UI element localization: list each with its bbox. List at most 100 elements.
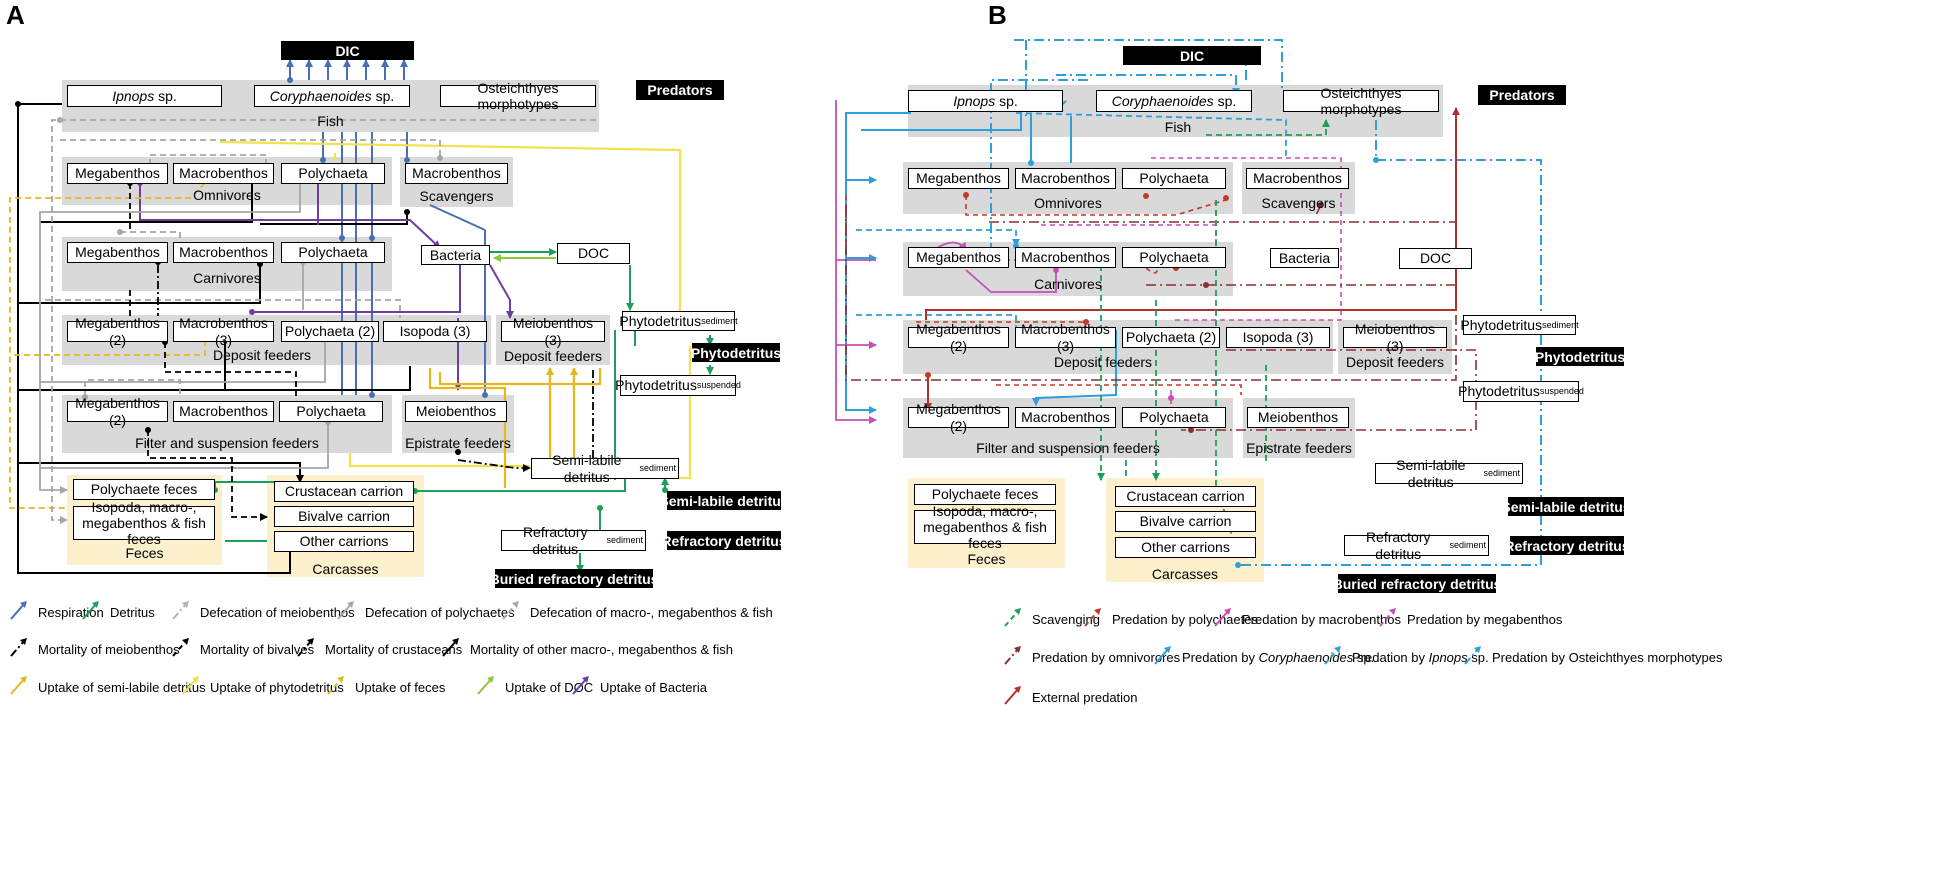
semilabile-black-box: Semi-labile detritus bbox=[659, 491, 789, 510]
legend-label: Uptake of phytodetritus bbox=[210, 680, 344, 695]
panel-b-label: B bbox=[988, 0, 1007, 30]
doc-node: DOC bbox=[557, 243, 630, 264]
phytodetritus-sediment-main: Phytodetritus bbox=[619, 312, 702, 329]
phytodetritus-black-box: Phytodetritus bbox=[690, 343, 782, 362]
fish-ipnops-node: Ipnops sp. bbox=[67, 85, 222, 107]
carnivores-label-b: Carnivores bbox=[1034, 276, 1102, 292]
polychaete-feces-node-b: Polychaete feces bbox=[914, 484, 1056, 505]
scavengers-label: Scavengers bbox=[419, 188, 494, 204]
carnivores-polychaeta-node-b: Polychaeta bbox=[1122, 247, 1226, 268]
carnivores-label: Carnivores bbox=[193, 270, 261, 286]
epistrate-feeders-label: Epistrate feeders bbox=[405, 435, 511, 451]
legend-arrow-icon bbox=[1084, 608, 1101, 627]
panel-a-label: A bbox=[6, 0, 25, 30]
legend-arrow-icon bbox=[10, 676, 27, 695]
dic-box: DIC bbox=[281, 41, 414, 60]
legend-label: Uptake of Bacteria bbox=[600, 680, 707, 695]
coryphaenoides-name-b: Coryphaenoides bbox=[1111, 92, 1214, 109]
macro-fish-feces-node-b: Isopoda, macro-, megabenthos & fish fece… bbox=[914, 503, 1056, 551]
feces-label-b: Feces bbox=[967, 551, 1006, 567]
legend-arrow-icon bbox=[1324, 646, 1341, 665]
filter-feeders-label-b: Filter and suspension feeders bbox=[976, 440, 1160, 456]
fish-osteichthyes-node-b: Osteichthyes morphotypes bbox=[1283, 85, 1439, 117]
legend-label: Scavenging bbox=[1032, 612, 1100, 627]
carcasses-label: Carcasses bbox=[312, 561, 379, 577]
phytodetritus-suspended-sub: suspended bbox=[696, 380, 741, 391]
legend-arrow-icon bbox=[172, 601, 189, 620]
legend-arrow-icon bbox=[182, 676, 199, 695]
polychaete-feces-node: Polychaete feces bbox=[73, 479, 215, 500]
legend-label: Predation by Ipnops sp. bbox=[1352, 650, 1489, 665]
deposit-megabenthos-node-b: Megabenthos (2) bbox=[908, 321, 1009, 354]
semilabile-sediment-sub-b: sediment bbox=[1483, 468, 1520, 479]
predators-box: Predators bbox=[636, 80, 724, 100]
legend-arrow-icon bbox=[1379, 608, 1396, 627]
carnivores-macrobenthos-node: Macrobenthos bbox=[173, 242, 274, 263]
carcasses-label-b: Carcasses bbox=[1151, 566, 1219, 582]
fish-label-b: Fish bbox=[1164, 119, 1192, 135]
legend-arrow-icon bbox=[172, 638, 189, 657]
deposit-meiobenthos-node: Meiobenthos (3) bbox=[501, 315, 605, 348]
deposit-meiobenthos-node-b: Meiobenthos (3) bbox=[1343, 321, 1447, 354]
legend-label: Respiration bbox=[38, 605, 104, 620]
filter-megabenthos-node: Megabenthos (2) bbox=[67, 395, 168, 428]
predators-box-b: Predators bbox=[1478, 85, 1566, 105]
deposit-feeders-label: Deposit feeders bbox=[212, 347, 312, 363]
carnivores-megabenthos-node-b: Megabenthos bbox=[908, 247, 1009, 268]
legend-arrow-icon bbox=[327, 676, 344, 695]
omnivores-polychaeta-node-b: Polychaeta bbox=[1122, 168, 1226, 189]
deposit-isopoda-node: Isopoda (3) bbox=[383, 321, 487, 342]
legend-label: Uptake of semi-labile detritus bbox=[38, 680, 206, 695]
legend-label: Mortality of other macro-, megabenthos &… bbox=[470, 642, 734, 657]
carnivores-polychaeta-node: Polychaeta bbox=[281, 242, 385, 263]
buried-refractory-box: Buried refractory detritus bbox=[489, 569, 659, 588]
ipnops-name-b: Ipnops bbox=[953, 92, 996, 109]
coryphaenoides-suffix-b: sp. bbox=[1213, 92, 1237, 109]
ipnops-name: Ipnops bbox=[112, 87, 155, 104]
legend-arrow-icon bbox=[1004, 646, 1021, 665]
legend-arrow-icon bbox=[1004, 608, 1021, 627]
epistrate-meiobenthos-node: Meiobenthos bbox=[405, 401, 507, 422]
omnivores-macrobenthos-node-b: Macrobenthos bbox=[1015, 168, 1116, 189]
deposit-polychaeta-node-b: Polychaeta (2) bbox=[1122, 327, 1220, 348]
semilabile-sediment-sub: sediment bbox=[639, 463, 676, 474]
carnivores-macrobenthos-node-b: Macrobenthos bbox=[1015, 247, 1116, 268]
crustacean-carrion-node: Crustacean carrion bbox=[274, 481, 414, 502]
coryphaenoides-name: Coryphaenoides bbox=[269, 87, 372, 104]
semilabile-sediment-main: Semi-labile detritus bbox=[552, 452, 622, 485]
deposit-macrobenthos-node-b: Macrobenthos (3) bbox=[1015, 321, 1116, 354]
legend-label: Predation by megabenthos bbox=[1407, 612, 1563, 627]
legend-label: Predation by Osteichthyes morphotypes bbox=[1492, 650, 1723, 665]
legend-label: Detritus bbox=[110, 605, 155, 620]
fish-ipnops-node-b: Ipnops sp. bbox=[908, 90, 1063, 112]
omnivores-macrobenthos-node: Macrobenthos bbox=[173, 163, 274, 184]
deposit-macrobenthos-node: Macrobenthos (3) bbox=[173, 315, 274, 348]
legend-arrow-icon bbox=[477, 676, 494, 695]
panel-b: B bbox=[835, 0, 1948, 894]
other-carrions-node-b: Other carrions bbox=[1115, 537, 1256, 558]
omnivores-label: Omnivores bbox=[193, 187, 261, 203]
phytodetritus-black-box-b: Phytodetritus bbox=[1534, 347, 1626, 366]
legend-label: Defecation of macro-, megabenthos & fish bbox=[530, 605, 773, 620]
coryphaenoides-suffix: sp. bbox=[371, 87, 395, 104]
deposit-isopoda-node-b: Isopoda (3) bbox=[1226, 327, 1330, 348]
epistrate-meiobenthos-node-b: Meiobenthos bbox=[1247, 407, 1349, 428]
scavengers-macrobenthos-node: Macrobenthos bbox=[405, 163, 508, 184]
ipnops-suffix: sp. bbox=[154, 87, 177, 104]
legend-label: Defecation of polychaetes bbox=[365, 605, 515, 620]
bacteria-node: Bacteria bbox=[421, 245, 490, 265]
legend-label: Defecation of meiobenthos bbox=[200, 605, 355, 620]
legend-label: Predation by macrobenthos bbox=[1242, 612, 1401, 627]
macro-fish-feces-node: Isopoda, macro-, megabenthos & fish fece… bbox=[73, 499, 215, 547]
deposit-megabenthos-node: Megabenthos (2) bbox=[67, 315, 168, 348]
legend-label: Predation by omnivorores bbox=[1032, 650, 1181, 665]
phytodetritus-suspended-main: Phytodetritus bbox=[615, 377, 697, 394]
bivalve-carrion-node-b: Bivalve carrion bbox=[1115, 511, 1256, 532]
scavengers-label-b: Scavengers bbox=[1261, 195, 1336, 211]
phytodetritus-sediment-sub: sediment bbox=[701, 315, 738, 326]
